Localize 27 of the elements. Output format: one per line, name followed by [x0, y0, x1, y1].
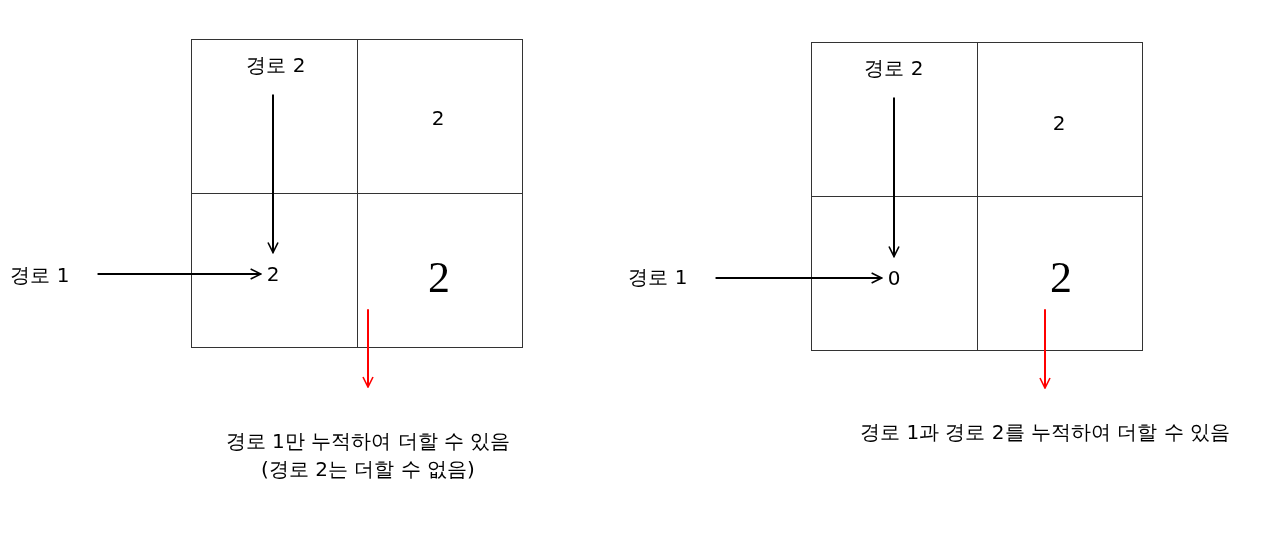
grid-cell: [357, 39, 523, 194]
path-label: 경로 1: [10, 263, 70, 287]
note-text: 경로 1과 경로 2를 누적하여 더할 수 있음: [860, 419, 1230, 446]
cell-value: 2: [1050, 252, 1072, 304]
arrow: [714, 272, 883, 284]
cell-value: 2: [1052, 111, 1066, 135]
cell-value: 2: [431, 106, 445, 130]
cell-value: 0: [887, 266, 901, 290]
cell-value: 2: [428, 252, 450, 304]
grid-cell: [811, 42, 978, 197]
path-label: 경로 1: [628, 265, 688, 289]
arrow: [362, 308, 374, 388]
grid-cell: [191, 193, 358, 348]
arrow: [96, 268, 262, 280]
arrow: [1039, 308, 1051, 389]
path-label: 경로 2: [864, 56, 924, 80]
path-label: 경로 2: [246, 53, 306, 77]
cell-value: 2: [266, 262, 280, 286]
grid-cell: [191, 39, 358, 194]
grid-cell: [357, 193, 523, 348]
grid-cell: [977, 196, 1143, 351]
note-text: 경로 1만 누적하여 더할 수 있음: [225, 428, 511, 455]
note-text: (경로 2는 더할 수 없음): [260, 456, 476, 483]
arrow: [267, 93, 279, 254]
grid-cell: [977, 42, 1143, 197]
grid-cell: [811, 196, 978, 351]
arrow: [888, 96, 900, 258]
